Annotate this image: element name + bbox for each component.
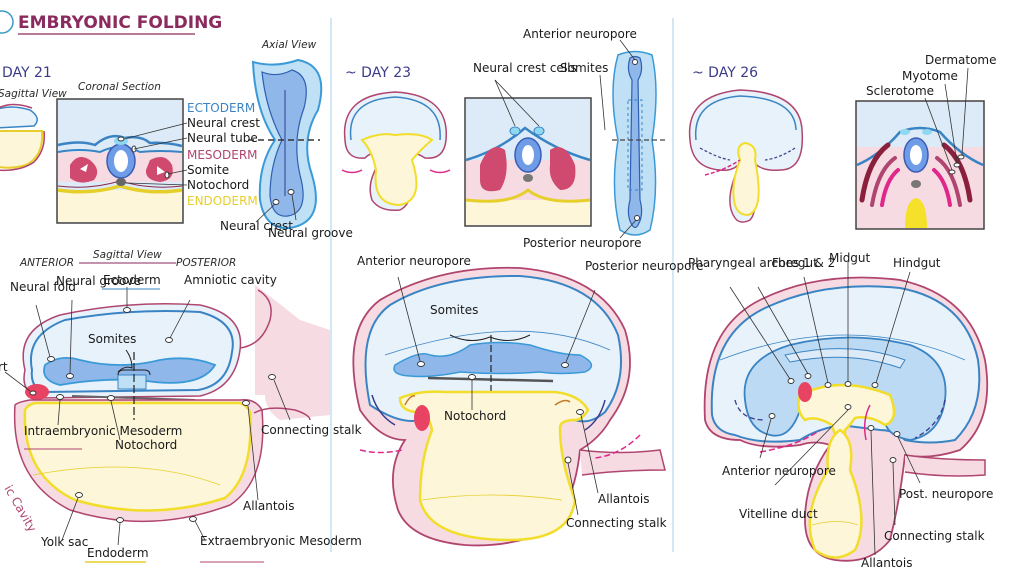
- label-neural-crest-cells: Neural crest cells: [473, 61, 577, 75]
- sagittal-view-label: Sagittal View: [0, 88, 67, 100]
- label-heart: rt: [0, 360, 8, 374]
- label-ectoderm: Ectoderm: [103, 273, 161, 287]
- coronal-section-title: Coronal Section: [78, 81, 161, 93]
- label-foregut: Foregut: [772, 256, 818, 270]
- label-connecting-stalk: Connecting stalk: [261, 423, 362, 437]
- label-myotome: Myotome: [902, 69, 958, 83]
- day23-main-diagram: [352, 266, 666, 547]
- panel-day-26: ~ DAY 26: [688, 53, 997, 570]
- day26-top-labels: Dermatome Myotome Sclerotome: [866, 53, 997, 171]
- label-anterior-neuropore-top: Anterior neuropore: [523, 27, 637, 41]
- axial-view: [248, 58, 323, 230]
- coronal-section-box: [56, 98, 184, 224]
- header: EMBRYONIC FOLDING: [0, 10, 222, 35]
- axial-neural-crest-label: Neural crest: [220, 219, 293, 233]
- coronal-legend: ECTODERM Neural crest Neural tube MESODE…: [123, 101, 260, 208]
- label-pharyngeal-arches: Pharyngeal arches 1 & 2: [688, 256, 835, 270]
- label-notochord: Notochord: [115, 438, 177, 452]
- label-post-neuropore: Post. neuropore: [899, 487, 993, 501]
- legend-notochord: Notochord: [187, 178, 249, 192]
- label-extraembryonic-mesoderm: Extraembryonic Mesoderm: [200, 534, 362, 548]
- label-somites: Somites: [430, 303, 478, 317]
- label-dermatome: Dermatome: [925, 53, 997, 67]
- anterior-label: ANTERIOR: [19, 257, 74, 269]
- legend-somite: Somite: [187, 163, 229, 177]
- sagittal-labels: Neural fold Neural groove Ectoderm Amnio…: [0, 273, 362, 563]
- sagittal-title: Sagittal View: [93, 249, 162, 261]
- label-allantois: Allantois: [861, 556, 912, 570]
- legend-endoderm: ENDODERM: [187, 194, 258, 208]
- label-intraembryonic-mesoderm: Intraembryonic Mesoderm: [24, 424, 182, 438]
- day23-main-labels: Anterior neuropore Posterior neuropore S…: [357, 254, 703, 530]
- label-notochord: Notochord: [444, 409, 506, 423]
- amnion-thumbnail: [0, 106, 38, 129]
- page-title: EMBRYONIC FOLDING: [18, 13, 222, 33]
- label-anterior-neuropore: Anterior neuropore: [357, 254, 471, 268]
- panel-day-21: DAY 21 Sagittal View Coronal Section: [0, 39, 362, 563]
- axial-view-title: Axial View: [261, 39, 317, 51]
- legend-ectoderm: ECTODERM: [187, 101, 255, 115]
- day23-top-labels: Anterior neuropore Neural crest cells So…: [473, 27, 641, 250]
- label-connecting-stalk: Connecting stalk: [884, 529, 985, 543]
- day-label: ~ DAY 26: [692, 65, 758, 81]
- circle-logo-icon: [0, 10, 14, 34]
- label-allantois: Allantois: [598, 492, 649, 506]
- day23-coronal-box: [464, 97, 592, 227]
- panel-day-23: ~ DAY 23: [341, 27, 703, 547]
- notochord: [116, 178, 126, 186]
- day23-thumbnail: [341, 91, 451, 212]
- label-hindgut: Hindgut: [893, 256, 941, 270]
- legend-mesoderm: MESODERM: [187, 148, 258, 162]
- label-posterior-neuropore-top: Posterior neuropore: [523, 236, 641, 250]
- day-label: DAY 21: [2, 65, 52, 81]
- label-yolk-sac: Yolk sac: [40, 535, 88, 549]
- day26-main-labels: Pharyngeal arches 1 & 2 Foregut Midgut H…: [688, 251, 993, 570]
- label-endoderm: Endoderm: [87, 546, 149, 560]
- legend-neural-crest: Neural crest: [187, 116, 260, 130]
- label-sclerotome: Sclerotome: [866, 84, 934, 98]
- label-allantois: Allantois: [243, 499, 294, 513]
- label-vitelline-duct: Vitelline duct: [739, 507, 818, 521]
- day-label: ~ DAY 23: [345, 65, 411, 81]
- label-neural-groove: Neural groove: [56, 274, 141, 288]
- label-posterior-neuropore: Posterior neuropore: [585, 259, 703, 273]
- day23-axial-view: [612, 50, 668, 236]
- posterior-label: POSTERIOR: [176, 257, 236, 269]
- yolk-sac-thumbnail: [0, 130, 44, 169]
- label-connecting-stalk: Connecting stalk: [566, 516, 667, 530]
- label-cavity: ic Cavity: [1, 483, 39, 535]
- label-amniotic-cavity: Amniotic cavity: [184, 273, 277, 287]
- label-somites: Somites: [88, 332, 136, 346]
- day26-thumbnail: [688, 89, 804, 223]
- legend-neural-tube: Neural tube: [187, 131, 258, 145]
- sagittal-diagram: [4, 285, 330, 546]
- day26-main-diagram: [703, 262, 989, 562]
- axial-neural-groove-label: Neural groove: [268, 226, 353, 240]
- day26-coronal-box: [855, 100, 985, 230]
- label-neural-fold: Neural fold: [10, 280, 76, 294]
- heart: [25, 384, 49, 400]
- label-anterior-neuropore: Anterior neuropore: [722, 464, 836, 478]
- label-somites-top: Somites: [560, 61, 608, 75]
- label-midgut: Midgut: [829, 251, 871, 265]
